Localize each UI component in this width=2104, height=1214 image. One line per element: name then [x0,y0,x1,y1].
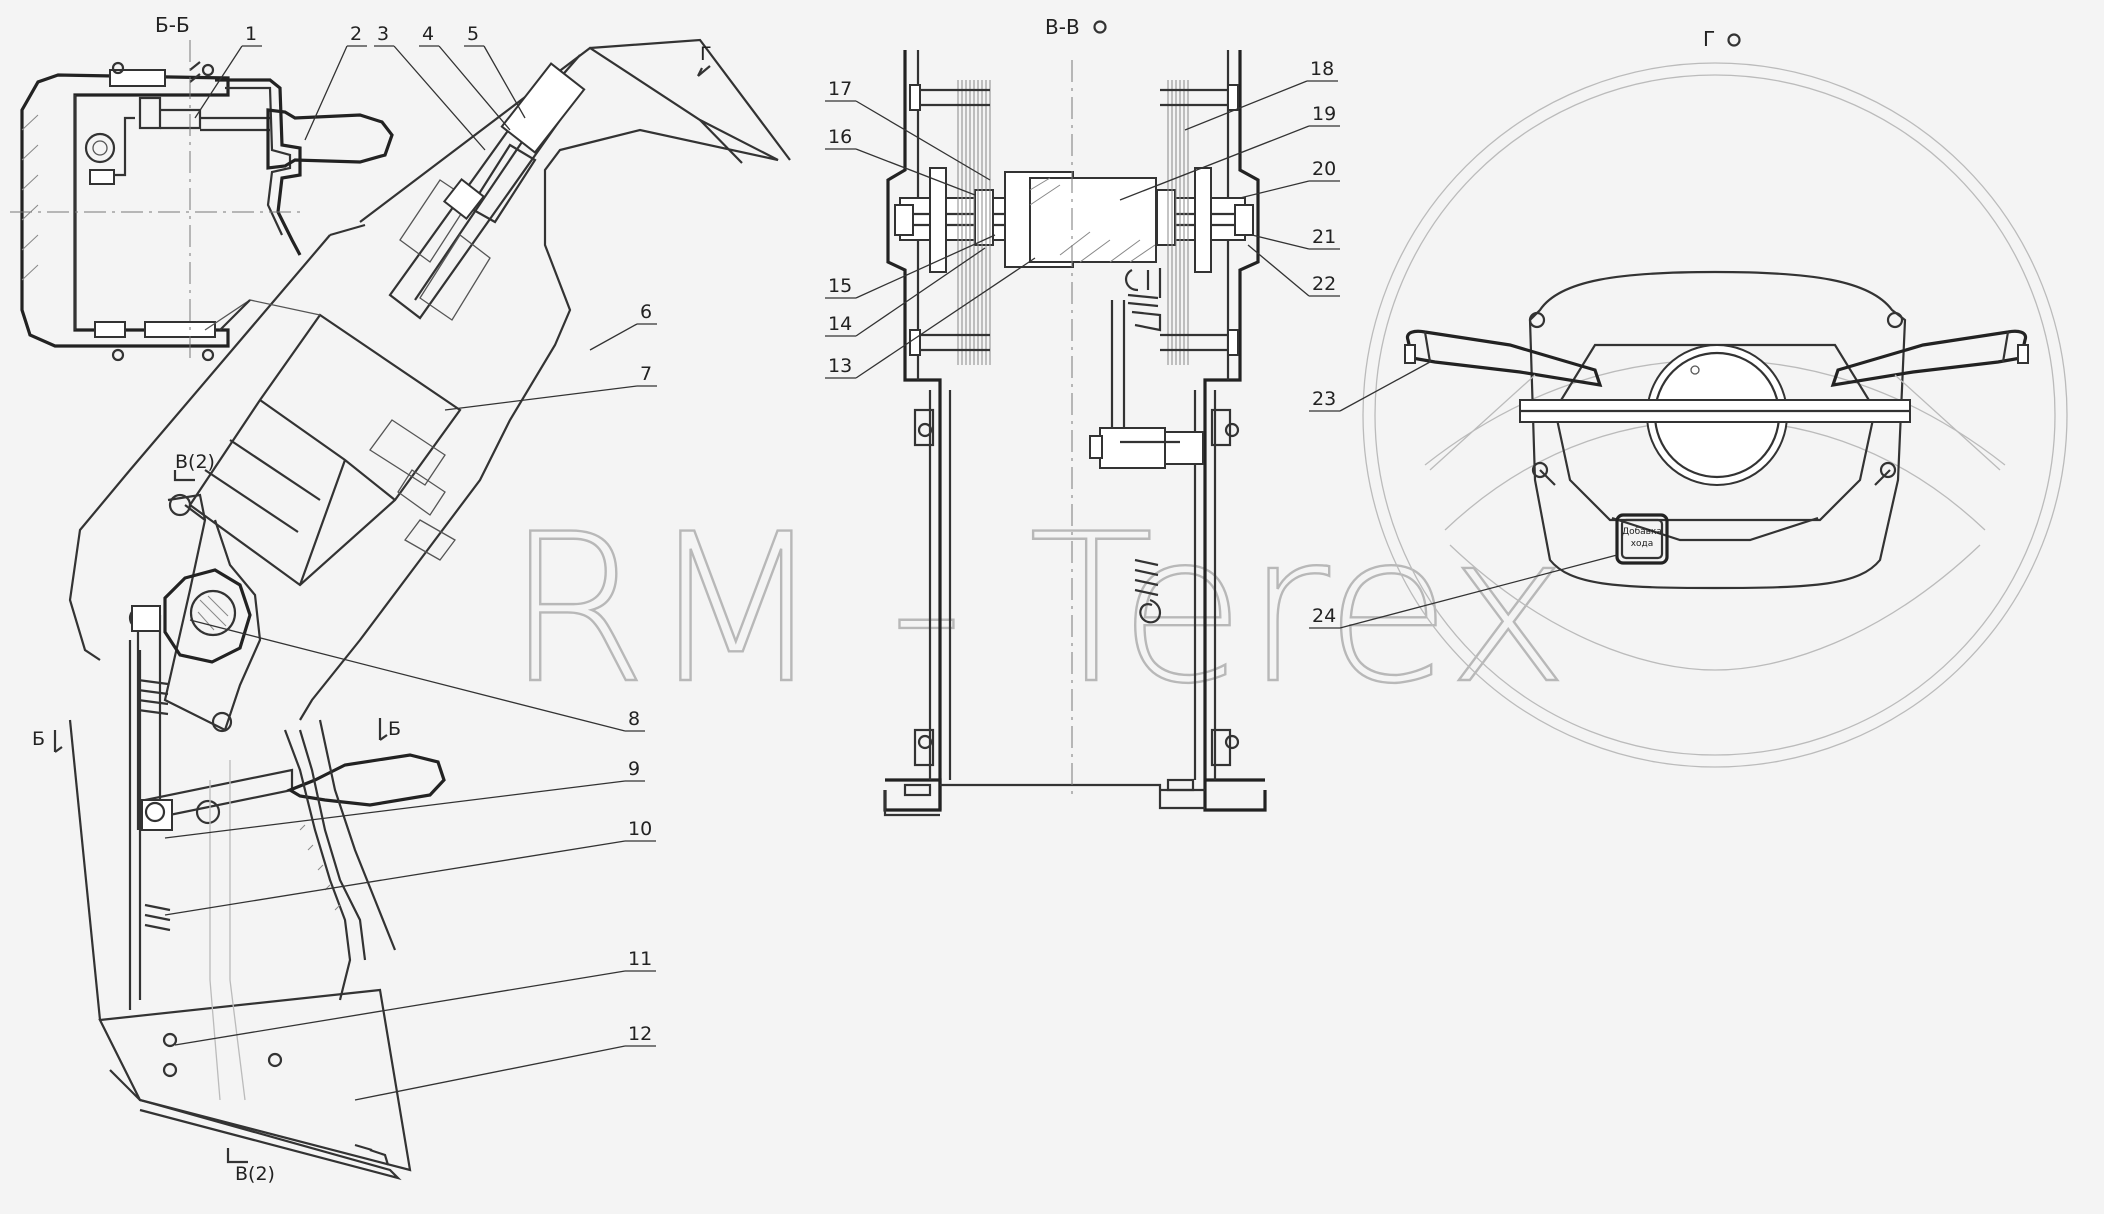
callout-number: 17 [828,78,852,100]
view-section-b-b [10,40,394,362]
callout-8: 8 [189,619,645,732]
callout-leader [825,247,986,337]
callout-number: 23 [1312,388,1336,410]
callout-number: 12 [628,1023,652,1045]
callout-number: 7 [640,363,652,385]
callout-3: 3 [374,23,486,151]
callout-6: 6 [589,301,657,351]
hatch-right-plates [1167,80,1189,365]
callout-number: 5 [467,23,479,45]
section-title-v-v-text: В-В [1045,15,1080,39]
callout-4: 4 [419,23,511,131]
callout-16: 16 [825,126,976,196]
callout-leader [374,45,486,151]
callout-number: 2 [350,23,362,45]
callout-leader [464,45,526,119]
callout-number: 24 [1312,605,1336,627]
callout-number: 6 [640,301,652,323]
view-title-g-text: Г [1703,27,1715,51]
callout-number: 15 [828,275,852,297]
callout-leader [1239,180,1340,199]
callout-leader [1309,554,1618,629]
callout-number: 19 [1312,103,1336,125]
callout-9: 9 [164,758,645,839]
callout-11: 11 [174,948,656,1046]
callout-22: 22 [1247,244,1340,297]
callout-18: 18 [1184,58,1338,131]
callout-13: 13 [825,257,1036,379]
callout-number: 1 [245,23,257,45]
callout-leader [1247,244,1340,297]
callout-number: 14 [828,313,852,335]
rotation-icon [1093,20,1107,34]
callout-number: 16 [828,126,852,148]
callout-number: 10 [628,818,652,840]
callout-number: 9 [628,758,640,780]
callout-number: 4 [422,23,434,45]
callout-24: 24 [1309,554,1618,629]
callout-21: 21 [1251,226,1340,250]
callout-number: 8 [628,708,640,730]
section-mark-v2-top: В(2) [175,451,215,473]
callout-2: 2 [304,23,367,141]
callout-23: 23 [1309,361,1431,412]
view-main-side [68,38,791,1181]
section-mark-g: Г [700,43,712,65]
callout-leader [1309,361,1431,412]
callout-20: 20 [1239,158,1340,199]
callout-leader [1251,234,1340,250]
callout-7: 7 [444,363,657,411]
callout-leader [194,45,262,119]
section-mark-b-left: Б [32,728,45,750]
section-mark-v2-bottom: В(2) [235,1163,275,1185]
callout-5: 5 [464,23,526,119]
callout-leader [589,323,657,351]
callout-leader [1119,125,1340,201]
callout-number: 13 [828,355,852,377]
callout-number: 18 [1310,58,1334,80]
callout-number: 21 [1312,226,1336,248]
panel-button-dobavka-khoda: Добавка хода [1615,513,1669,565]
view-title-g: Г [1703,27,1741,51]
callout-leader [419,45,511,131]
callout-leader [444,385,657,411]
callout-number: 3 [377,23,389,45]
callout-leader [174,970,656,1046]
panel-button-line-1: Добавка [1622,527,1662,537]
callout-number: 11 [628,948,652,970]
callout-leader [164,780,645,839]
view-section-v-v [883,50,1267,817]
callout-1: 1 [194,23,262,119]
callout-leader [825,234,996,299]
section-mark-b-right: Б [388,718,401,740]
section-marks-main: Б Б В(2) В(2) Г [32,43,712,1185]
section-title-v-v: В-В [1045,15,1107,39]
callout-leader [1184,80,1338,131]
rotation-icon [1727,33,1741,47]
callout-leader [825,257,1036,379]
hatch-left-plates [957,80,991,365]
callout-leader [825,100,991,181]
panel-button-line-2: хода [1631,539,1654,549]
callout-number: 20 [1312,158,1336,180]
callout-15: 15 [825,234,996,299]
callout-14: 14 [825,247,986,337]
callout-leader [304,45,367,141]
callout-number: 22 [1312,273,1336,295]
callout-19: 19 [1119,103,1340,201]
section-title-b-b: Б-Б [155,13,190,37]
callout-17: 17 [825,78,991,181]
callout-leader [354,1045,656,1101]
callout-10: 10 [164,818,656,916]
view-g: Добавка хода [1362,62,2068,768]
watermark-text: RM - Terex [505,491,1569,729]
callout-12: 12 [354,1023,656,1101]
callout-leader [189,619,645,732]
callout-leader [825,148,976,196]
callout-leader [164,840,656,916]
